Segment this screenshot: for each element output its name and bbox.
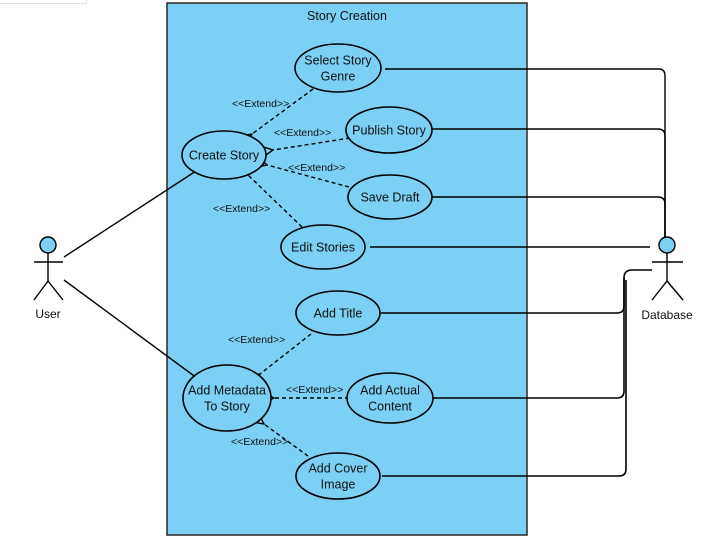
- use-case-ellipse: [280, 224, 366, 270]
- actor-database[interactable]: Database: [641, 236, 693, 322]
- use-case-label: Image: [321, 478, 356, 492]
- use-case-add-title[interactable]: Add Title: [295, 290, 381, 336]
- association-add-content-database: [433, 278, 625, 399]
- actor-label-user: User: [35, 307, 60, 321]
- use-case-label: Add Actual: [360, 384, 420, 398]
- extend-publish-story-arrow: [273, 137, 351, 150]
- use-case-ellipse: [295, 290, 381, 336]
- extend-edit-stories-arrow: [248, 175, 303, 228]
- stick-figure-icon: [33, 236, 64, 301]
- association-add-cover-database: [382, 280, 627, 477]
- association-save-draft-database: [432, 196, 666, 238]
- extend-label: <<Extend>>: [274, 127, 331, 139]
- use-case-label: To Story: [204, 400, 251, 414]
- extend-add-title-arrow: [260, 333, 312, 374]
- use-case-save-draft[interactable]: Save Draft: [347, 174, 433, 220]
- use-case-ellipse: [182, 364, 272, 432]
- system-title: Story Creation: [307, 9, 387, 23]
- association-select-genre-database: [385, 68, 666, 238]
- use-case-ellipse: [345, 106, 433, 154]
- association-lines: [63, 68, 666, 477]
- extend-save-draft-arrow: [267, 165, 350, 188]
- use-case-create-story[interactable]: Create Story: [181, 130, 267, 180]
- use-case-label: Select Story: [304, 54, 372, 68]
- use-case-label: Add Metadata: [188, 384, 266, 398]
- use-case-ellipse: [294, 43, 382, 93]
- use-case-ellipse: [181, 130, 267, 180]
- extend-label: <<Extend>>: [232, 98, 289, 110]
- use-case-ellipse: [295, 452, 381, 500]
- use-case-ellipse: [347, 174, 433, 220]
- use-case-label: Add Title: [314, 307, 363, 321]
- extend-select-genre-arrow: [252, 88, 314, 134]
- stick-figure-icon: [651, 236, 684, 301]
- use-case-publish-story[interactable]: Publish Story: [345, 106, 433, 154]
- extend-label: <<Extend>>: [213, 203, 270, 215]
- actor-user[interactable]: User: [33, 236, 64, 321]
- extend-label: <<Extend>>: [286, 384, 343, 396]
- use-case-edit-stories[interactable]: Edit Stories: [280, 224, 366, 270]
- use-case-label: Genre: [321, 70, 356, 84]
- use-case-label: Content: [368, 400, 412, 414]
- use-case-ellipse: [346, 372, 434, 424]
- extend-label: <<Extend>>: [288, 162, 345, 174]
- extend-relations: <<Extend>> <<Extend>> <<Extend>> <<Exten…: [213, 88, 351, 457]
- use-case-label: Save Draft: [360, 191, 420, 205]
- extend-label: <<Extend>>: [228, 334, 285, 346]
- extend-add-cover-arrow: [264, 424, 309, 457]
- actor-label-database: Database: [641, 308, 693, 322]
- extend-label: <<Extend>>: [231, 436, 288, 448]
- use-case-label: Add Cover: [308, 462, 367, 476]
- association-publish-story-database: [432, 128, 666, 238]
- use-case-label: Edit Stories: [291, 241, 355, 255]
- association-user-create-story: [63, 170, 197, 258]
- association-user-add-metadata: [63, 279, 202, 382]
- use-case-add-metadata[interactable]: Add Metadata To Story: [182, 364, 272, 432]
- use-case-label: Publish Story: [352, 124, 426, 138]
- use-case-label: Create Story: [189, 149, 260, 163]
- top-strip-decoration: [0, 0, 87, 4]
